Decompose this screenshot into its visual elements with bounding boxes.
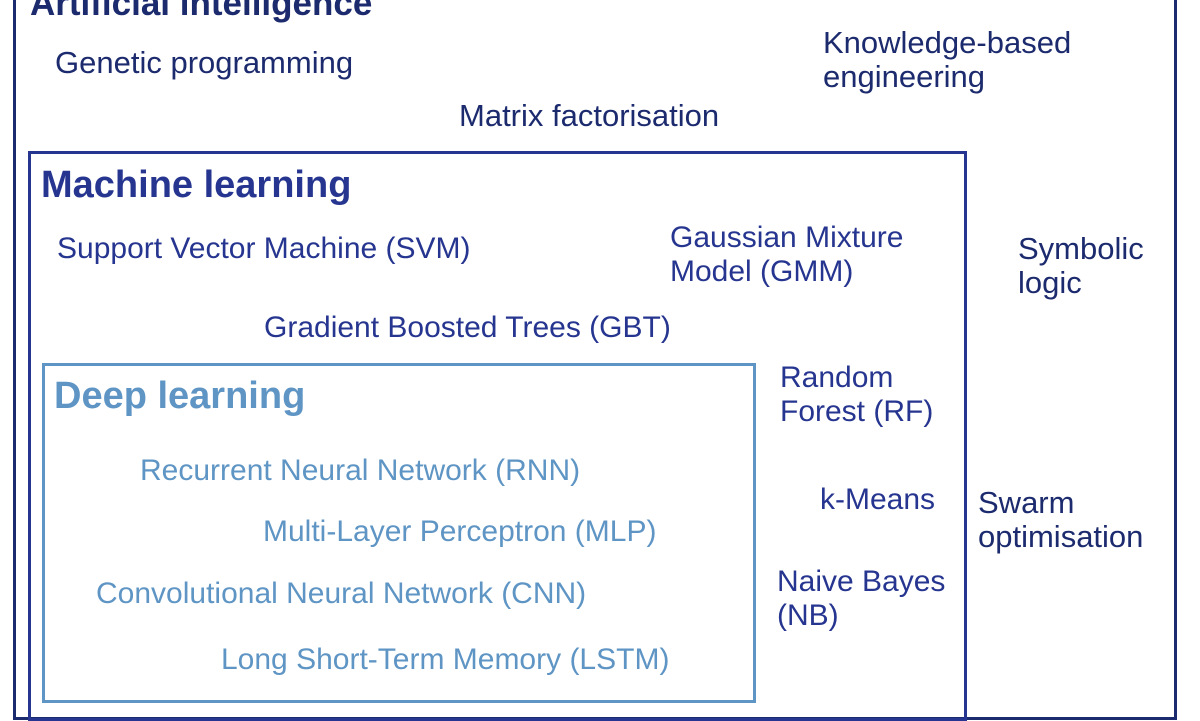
ai-item-knowledge-based-engineering: Knowledge-based engineering xyxy=(823,25,1072,94)
ai-item-genetic-programming: Genetic programming xyxy=(55,45,354,80)
dl-item-lstm: Long Short-Term Memory (LSTM) xyxy=(221,643,670,676)
ai-item-swarm-optimisation: Swarm optimisation xyxy=(978,485,1144,554)
ml-item-svm: Support Vector Machine (SVM) xyxy=(57,232,471,265)
dl-item-cnn: Convolutional Neural Network (CNN) xyxy=(96,577,587,610)
ml-item-gbt: Gradient Boosted Trees (GBT) xyxy=(264,311,671,344)
ml-item-random-forest: Random Forest (RF) xyxy=(780,361,934,428)
ml-item-naive-bayes: Naive Bayes (NB) xyxy=(777,565,946,632)
machine-learning-title: Machine learning xyxy=(41,164,352,206)
ml-item-gmm: Gaussian Mixture Model (GMM) xyxy=(670,221,904,288)
artificial-intelligence-title: Artificial intelligence xyxy=(30,0,373,23)
dl-item-rnn: Recurrent Neural Network (RNN) xyxy=(140,454,581,487)
ai-item-symbolic-logic: Symbolic logic xyxy=(1018,231,1144,300)
ai-item-matrix-factorisation: Matrix factorisation xyxy=(459,98,720,133)
ml-item-k-means: k-Means xyxy=(820,483,936,516)
deep-learning-title: Deep learning xyxy=(54,375,306,417)
dl-item-mlp: Multi-Layer Perceptron (MLP) xyxy=(263,515,657,548)
